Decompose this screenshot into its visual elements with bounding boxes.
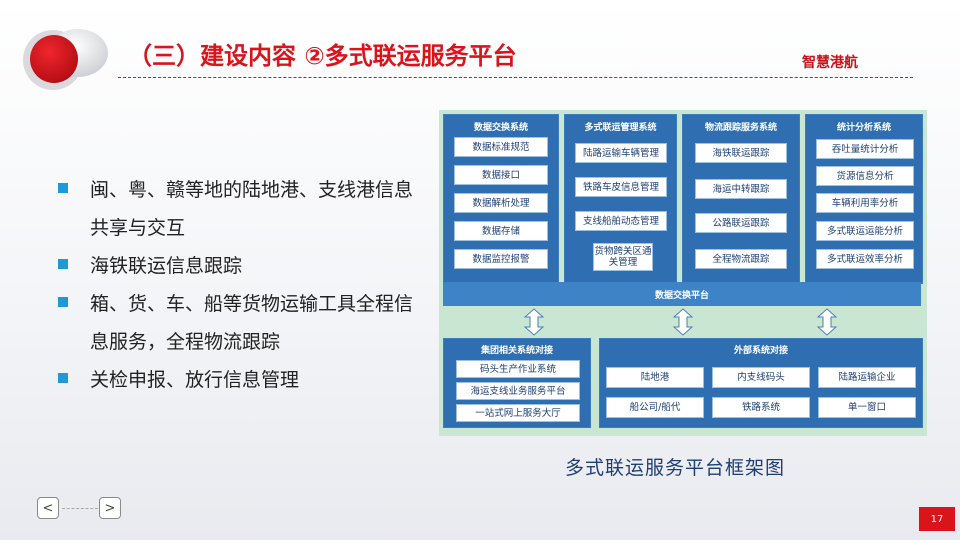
- panel-title: 外部系统对接: [733, 346, 788, 356]
- diagram-item: 多式联运效率分析: [816, 249, 914, 269]
- diagram-item: 全程物流跟踪: [695, 249, 787, 269]
- bullet-square-icon: [58, 259, 68, 269]
- bullet-item: 箱、货、车、船等货物运输工具全程信息服务，全程物流跟踪: [56, 285, 426, 361]
- next-slide-button[interactable]: >: [99, 497, 121, 519]
- diagram-item: 车辆利用率分析: [816, 193, 914, 213]
- data-exchange-platform-bar: 数据交换平台: [443, 282, 921, 306]
- diagram-item: 内支线码头: [712, 367, 810, 388]
- column-title: 数据交换系统: [473, 123, 528, 133]
- diagram-item: 船公司/船代: [606, 397, 704, 418]
- column-logistics-tracking: 物流跟踪服务系统 海铁联运跟踪 海运中转跟踪 公路联运跟踪 全程物流跟踪: [682, 114, 800, 284]
- panel-title: 集团相关系统对接: [480, 346, 553, 356]
- page-title: （三）建设内容 ②多式联运服务平台: [128, 42, 517, 70]
- diagram-item: 吞吐量统计分析: [816, 139, 914, 159]
- group-systems-panel: 集团相关系统对接 码头生产作业系统 海运支线业务服务平台 一站式网上服务大厅: [443, 338, 591, 428]
- diagram-item: 货物跨关区通关管理: [593, 243, 653, 271]
- diagram-item: 数据解析处理: [454, 193, 548, 213]
- framework-diagram: 数据交换系统 数据标准规范 数据接口 数据解析处理 数据存储 数据监控报警 多式…: [439, 110, 927, 436]
- column-title: 多式联运管理系统: [584, 123, 657, 133]
- diagram-item: 陆路运输企业: [818, 367, 916, 388]
- column-multimodal-management: 多式联运管理系统 陆路运输车辆管理 铁路车皮信息管理 支线船舶动态管理 货物跨关…: [564, 114, 677, 284]
- diagram-item: 数据存储: [454, 221, 548, 241]
- diagram-item: 铁路车皮信息管理: [575, 177, 667, 197]
- brand-label: 智慧港航: [802, 55, 858, 71]
- external-systems-panel: 外部系统对接 陆地港 内支线码头 陆路运输企业 船公司/船代 铁路系统 单一窗口: [599, 338, 923, 428]
- diagram-item: 海运支线业务服务平台: [456, 382, 580, 400]
- nav-divider: [62, 508, 98, 509]
- diagram-caption: 多式联运服务平台框架图: [565, 457, 786, 479]
- diagram-item: 海运中转跟踪: [695, 179, 787, 199]
- double-arrow-icon: [817, 308, 837, 336]
- diagram-item: 铁路系统: [712, 397, 810, 418]
- column-data-exchange: 数据交换系统 数据标准规范 数据接口 数据解析处理 数据存储 数据监控报警: [443, 114, 559, 284]
- column-title: 物流跟踪服务系统: [704, 123, 777, 133]
- diagram-item: 货源信息分析: [816, 166, 914, 186]
- prev-slide-button[interactable]: <: [37, 497, 59, 519]
- bullet-square-icon: [58, 297, 68, 307]
- bullet-square-icon: [58, 373, 68, 383]
- bullet-list: 闽、粤、赣等地的陆地港、支线港信息共享与交互 海铁联运信息跟踪 箱、货、车、船等…: [56, 171, 426, 399]
- logo-circles: [23, 29, 108, 90]
- page-number: 17: [919, 507, 955, 531]
- diagram-item: 海铁联运跟踪: [695, 143, 787, 163]
- diagram-item: 公路联运跟踪: [695, 213, 787, 233]
- diagram-item: 数据接口: [454, 165, 548, 185]
- diagram-item: 陆路运输车辆管理: [575, 143, 667, 163]
- diagram-item: 多式联运运能分析: [816, 221, 914, 241]
- diagram-item: 支线船舶动态管理: [575, 211, 667, 231]
- diagram-item: 单一窗口: [818, 397, 916, 418]
- bullet-item: 闽、粤、赣等地的陆地港、支线港信息共享与交互: [56, 171, 426, 247]
- diagram-item: 一站式网上服务大厅: [456, 404, 580, 422]
- column-title: 统计分析系统: [836, 123, 891, 133]
- bullet-item: 海铁联运信息跟踪: [56, 247, 426, 285]
- diagram-item: 数据监控报警: [454, 249, 548, 269]
- diagram-item: 陆地港: [606, 367, 704, 388]
- column-statistics: 统计分析系统 吞吐量统计分析 货源信息分析 车辆利用率分析 多式联运运能分析 多…: [805, 114, 923, 284]
- double-arrow-icon: [673, 308, 693, 336]
- bullet-square-icon: [58, 183, 68, 193]
- header-divider: [118, 77, 913, 78]
- double-arrow-icon: [524, 308, 544, 336]
- diagram-item: 码头生产作业系统: [456, 360, 580, 378]
- bullet-item: 关检申报、放行信息管理: [56, 361, 426, 399]
- diagram-item: 数据标准规范: [454, 137, 548, 157]
